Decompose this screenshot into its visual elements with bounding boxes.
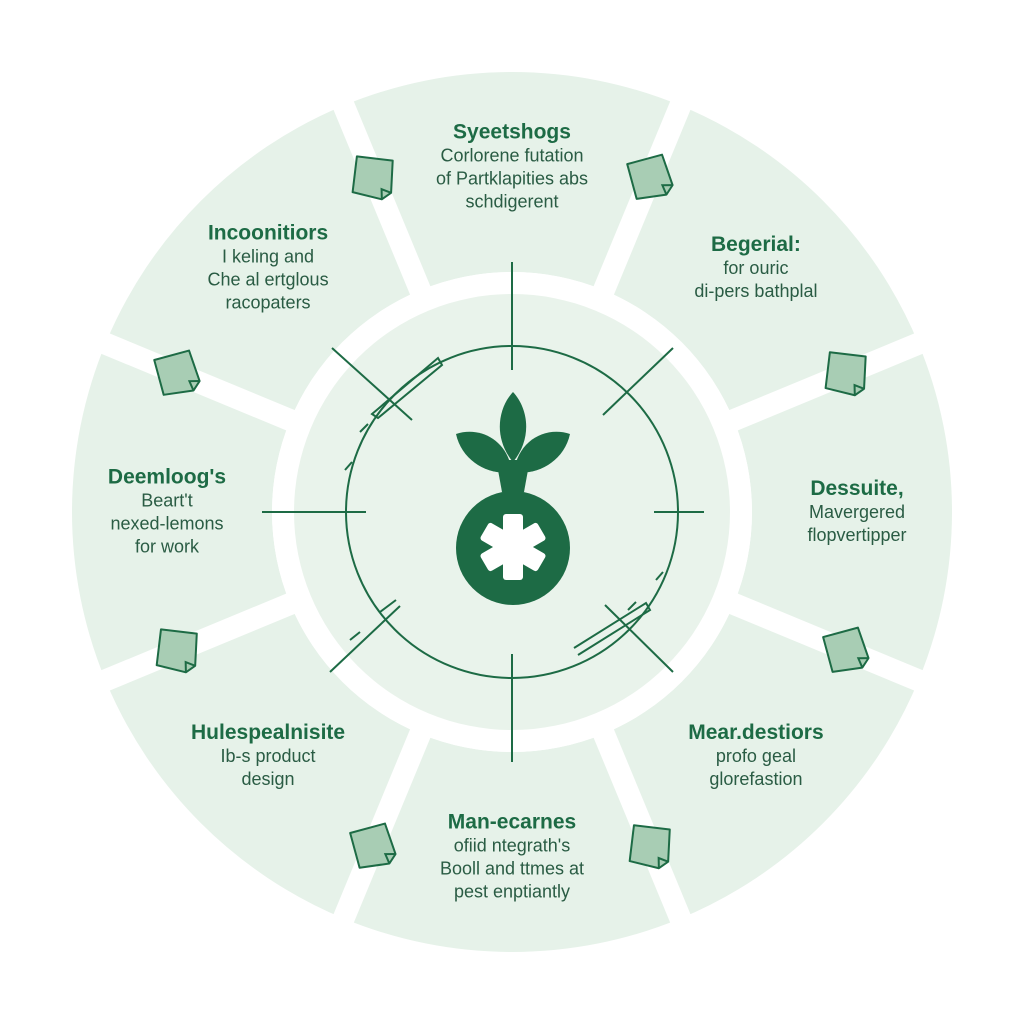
ring-segment [603,603,919,919]
segment-text: Mavergered [809,502,905,522]
note-icon [824,351,867,397]
segment-title: Deemloog's [108,466,226,489]
crosshair-lines [262,262,704,762]
segment-text: design [242,769,295,789]
note-icon [351,155,394,201]
segment-text: racopaters [226,293,311,313]
segment-text: ofiid ntegrath's [454,836,571,856]
segment-title: Syeetshogs [453,121,571,144]
note-icon [349,822,397,869]
segment-text: Che al ertglous [208,270,329,290]
segment-text: flopvertipper [807,525,906,545]
note-icon [822,626,870,673]
note-icon [628,824,671,870]
segment-title: Begerial: [711,233,801,256]
ring-segment [603,105,919,421]
segment-text: nexed-lemons [110,514,223,534]
segment-text: of Partklapities abs [436,169,588,189]
segment-text: glorefastion [709,769,802,789]
ring-segment [343,733,681,952]
note-icon [626,153,674,200]
ring-segment [105,105,421,421]
segment-text: for ouric [723,258,788,278]
segment-text: Beart't [141,491,192,511]
ring-segment [733,343,952,681]
note-icon [155,628,198,674]
segment-text: Ib-s product [221,746,316,766]
segment-text: for work [135,537,200,557]
segment-text: I keling and [222,247,314,267]
compass-notch-bottom [573,601,652,656]
segment-text: pest enptiantly [454,882,570,902]
note-icon [153,349,201,396]
segment-label-group: Dessuite,Mavergered flopvertipper [807,477,906,545]
ring-segment [343,72,681,291]
segment-title: Man-ecarnes [448,811,576,834]
segment-text: Booll and ttmes at [440,859,584,879]
segment-text: di-pers bathplal [694,281,817,301]
segment-title: Dessuite, [810,477,903,500]
segment-text: Corlorene futation [440,146,583,166]
ring-segment [105,603,421,919]
asterisk-icon [480,514,546,580]
ring-segment [72,343,291,681]
segment-title: Hulespealnisite [191,721,345,744]
note-icons [153,153,870,870]
segment-text: schdigerent [465,192,558,212]
segment-label-group: Begerial:for ouric di-pers bathplal [694,233,817,301]
segment-title: Mear.destiors [688,721,823,744]
segment-text: profo geal [716,746,796,766]
segment-title: Incoonitiors [208,222,328,245]
compass-notch-top [370,356,444,420]
